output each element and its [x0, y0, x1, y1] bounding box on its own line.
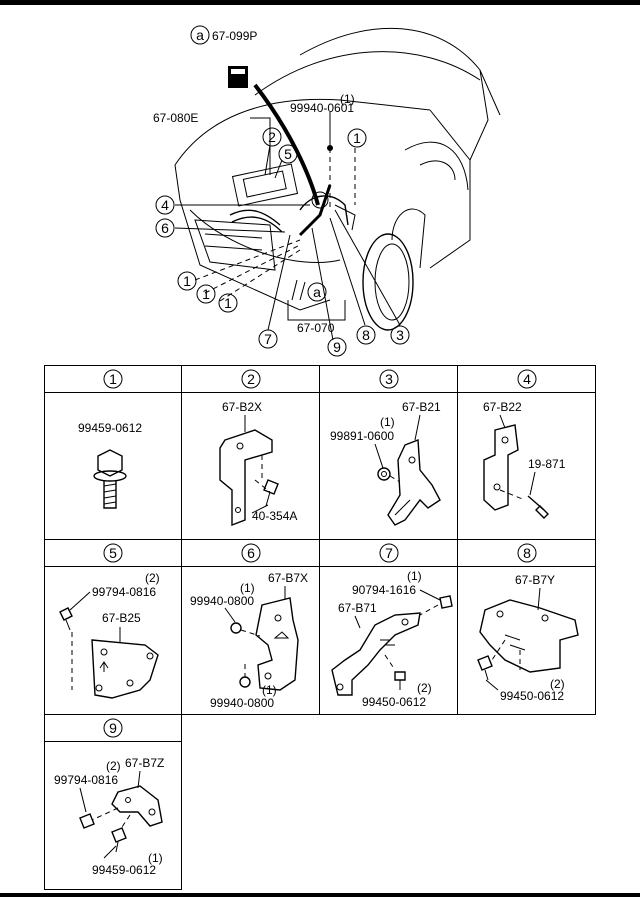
callout-6: 6: [161, 220, 169, 236]
table-header-6: [181, 539, 320, 567]
table-cell-2: [181, 392, 320, 540]
callout-1-b: 1: [202, 286, 210, 302]
table-header-2: [181, 365, 320, 393]
callout-1-top: 1: [353, 130, 361, 146]
callout-5: 5: [284, 146, 292, 162]
table-header-7: [319, 539, 458, 567]
part-label-67-099p: 67-099P: [212, 29, 257, 43]
qty-99940-0601: (1): [340, 92, 355, 106]
callout-4: 4: [161, 197, 169, 213]
table-cell-9: [44, 741, 182, 890]
part-label-67-070: 67-070: [297, 321, 335, 335]
bottom-rule: [0, 893, 640, 897]
a-marker-bottom: a: [313, 284, 321, 300]
callout-2: 2: [268, 129, 276, 145]
table-cell-1: [44, 392, 182, 540]
table-header-5: [44, 539, 182, 567]
table-cell-8: [457, 566, 596, 715]
callout-1-a: 1: [183, 273, 191, 289]
callout-3: 3: [396, 327, 404, 343]
callout-1-c: 1: [224, 295, 232, 311]
vehicle-overview-diagram: a 67-099P 67-080E 99940-0601 (1) 1 2 5 4…: [153, 25, 501, 357]
table-cell-5: [44, 566, 182, 715]
table-header-3: [319, 365, 458, 393]
table-header-8: [457, 539, 596, 567]
engine-bay: [229, 163, 356, 233]
table-cell-6: [181, 566, 320, 715]
table-cell-7: [319, 566, 458, 715]
a-marker-top: a: [196, 27, 204, 43]
table-cell-3: [319, 392, 458, 540]
relay-block-icon: [228, 66, 248, 88]
table-header-9: [44, 714, 182, 742]
car-outline: [174, 27, 501, 331]
part-label-99940-0601: 99940-0601: [290, 101, 354, 115]
top-rule: [0, 0, 640, 5]
callout-7: 7: [264, 331, 272, 347]
table-cell-4: [457, 392, 596, 540]
table-header-4: [457, 365, 596, 393]
callout-8: 8: [362, 327, 370, 343]
table-header-1: [44, 365, 182, 393]
harness-branch: [298, 184, 332, 237]
part-label-67-080e: 67-080E: [153, 111, 198, 125]
callout-9: 9: [333, 339, 341, 355]
